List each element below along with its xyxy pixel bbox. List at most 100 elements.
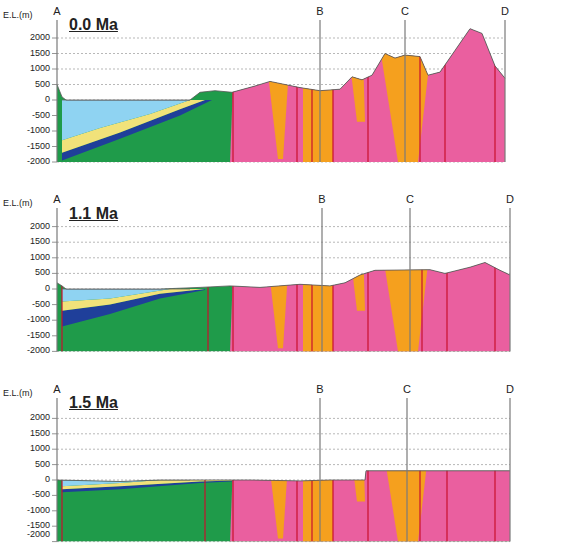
grid-line <box>57 53 505 54</box>
elevation-tick: -500 <box>0 490 50 499</box>
elevation-tick: 1500 <box>0 49 50 58</box>
tick-mark <box>52 289 57 290</box>
fault-line <box>332 195 333 351</box>
elevation-tick: 0 <box>0 284 50 293</box>
elevation-tick: -1500 <box>0 521 50 530</box>
fault-line <box>419 7 420 162</box>
fault-line <box>232 7 233 162</box>
basin-layer <box>62 100 212 160</box>
section-line <box>404 20 405 162</box>
section-point: B <box>318 194 325 205</box>
section-line <box>319 20 320 162</box>
elevation-tick: -500 <box>0 300 50 309</box>
section-point: A <box>53 384 60 395</box>
orange-intrusion <box>376 211 434 351</box>
green-unit <box>57 195 510 351</box>
grid-line <box>57 257 510 258</box>
orange-intrusion <box>345 211 365 311</box>
elevation-tick: -500 <box>0 111 50 120</box>
elevation-tick: 500 <box>0 80 50 89</box>
basin-layer <box>62 480 250 492</box>
tick-mark <box>52 351 57 352</box>
elevation-tick: 1000 <box>0 64 50 73</box>
basin-layer <box>62 289 205 311</box>
section-line <box>56 398 57 542</box>
elevation-tick: 2000 <box>0 33 50 42</box>
section-line <box>509 208 510 351</box>
tick-mark <box>52 226 57 227</box>
section-point: B <box>316 6 323 17</box>
age-title: 1.5 Ma <box>68 395 119 411</box>
topography-line <box>57 471 510 482</box>
tick-mark <box>52 449 57 450</box>
elevation-tick: -2000 <box>0 157 50 166</box>
section-line <box>319 398 320 542</box>
tick-mark <box>52 320 57 321</box>
grid-line <box>57 418 510 419</box>
tick-mark <box>52 541 57 542</box>
pink-unit <box>230 388 510 542</box>
section-line <box>509 398 510 542</box>
section-point: B <box>316 384 323 395</box>
tick-mark <box>52 146 57 147</box>
elevation-tick: -1500 <box>0 331 50 340</box>
tick-mark <box>52 480 57 481</box>
fault-line <box>61 195 62 351</box>
fault-line <box>367 7 368 162</box>
fault-line <box>204 388 205 542</box>
grid-line <box>57 226 510 227</box>
elevation-tick: 0 <box>0 95 50 104</box>
green-unit <box>57 388 510 542</box>
tick-mark <box>52 418 57 419</box>
grid-line <box>57 242 510 243</box>
section-point: C <box>406 194 414 205</box>
fault-line <box>421 195 422 351</box>
fault-line <box>311 7 312 162</box>
tick-mark <box>52 38 57 39</box>
fault-line <box>61 388 62 542</box>
basin-layer <box>62 289 205 326</box>
elevation-tick: 1000 <box>0 444 50 453</box>
fault-line <box>311 195 312 351</box>
fault-line <box>332 7 333 162</box>
tick-mark <box>52 273 57 274</box>
tick-mark <box>52 84 57 85</box>
tick-mark <box>52 510 57 511</box>
orange-intrusion <box>376 403 434 542</box>
tick-mark <box>52 304 57 305</box>
section-line <box>321 208 322 351</box>
geology-group <box>57 388 510 542</box>
section-line <box>56 208 57 351</box>
section-line <box>409 208 410 351</box>
tick-mark <box>52 162 57 163</box>
elevation-tick: 2000 <box>0 413 50 422</box>
fault-line <box>232 388 233 542</box>
grid-line <box>57 464 510 465</box>
elevation-tick: -1000 <box>0 506 50 515</box>
tick-mark <box>52 69 57 70</box>
tick-mark <box>52 115 57 116</box>
section-line <box>504 20 505 162</box>
elevation-tick: 1500 <box>0 237 50 246</box>
section-point: D <box>506 194 514 205</box>
elevation-tick: 2000 <box>0 222 50 231</box>
tick-mark <box>52 100 57 101</box>
tick-mark <box>52 526 57 527</box>
section-point: C <box>401 6 409 17</box>
pink-unit <box>230 195 510 351</box>
elevation-tick: 0 <box>0 475 50 484</box>
orange-intrusion <box>345 403 365 502</box>
tick-mark <box>52 257 57 258</box>
grid-line <box>57 433 510 434</box>
grid-line <box>57 38 505 39</box>
orange-intrusion <box>303 403 333 542</box>
section-point: C <box>403 384 411 395</box>
tick-mark <box>52 242 57 243</box>
green-unit <box>57 7 505 162</box>
basin-layer <box>62 100 205 153</box>
fault-line <box>367 195 368 351</box>
geology-group <box>57 7 505 162</box>
axis-unit: E.L.(m) <box>3 11 33 20</box>
tick-mark <box>52 335 57 336</box>
